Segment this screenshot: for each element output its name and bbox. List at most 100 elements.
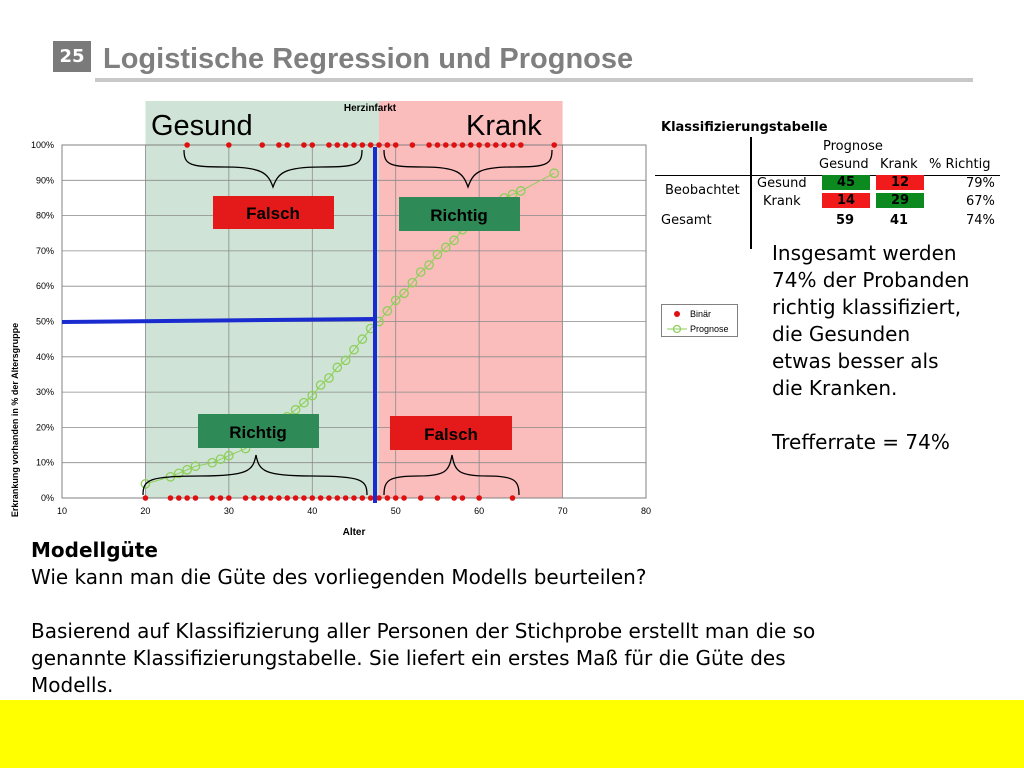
- total-gesund: 59: [836, 213, 855, 228]
- binary-point: [376, 495, 382, 501]
- brace-bottom-richtig: [142, 454, 368, 496]
- legend-binary-label: Binär: [690, 309, 711, 319]
- binary-point: [267, 495, 274, 501]
- prognose-point: [549, 168, 560, 179]
- summary-line: die Kranken.: [772, 376, 898, 400]
- binary-point: [226, 495, 232, 501]
- binary-point: [434, 495, 441, 501]
- slide-title: Logistische Regression und Prognose: [103, 43, 634, 75]
- summary-line: richtig klassifiziert,: [772, 295, 962, 319]
- y-tick-label: 60%: [36, 281, 54, 291]
- classification-table: Klassifizierungstabelle Prognose Gesund …: [650, 120, 1020, 250]
- footer-band: [0, 700, 1024, 768]
- row-label-krank: Krank: [763, 194, 801, 209]
- prognose-point: [432, 249, 443, 260]
- binary-point: [167, 495, 174, 501]
- x-tick-label: 40: [307, 506, 317, 516]
- prognose-point: [207, 457, 218, 468]
- threshold-horizontal-line: [61, 317, 376, 324]
- label-falsch-top: Falsch: [246, 204, 300, 223]
- binary-point: [451, 142, 457, 148]
- y-tick-label: 100%: [31, 140, 54, 150]
- summary-line: 74% der Probanden: [772, 268, 970, 292]
- binary-point: [259, 142, 266, 148]
- summary-text: Insgesamt werden 74% der Probanden richt…: [772, 240, 1012, 456]
- prognose-point: [307, 390, 318, 401]
- prognose-point: [340, 355, 351, 366]
- slide-number: 25: [53, 41, 91, 72]
- binary-point: [351, 142, 357, 148]
- body-line: Basierend auf Klassifizierung aller Pers…: [31, 619, 816, 643]
- binary-point: [459, 142, 466, 148]
- binary-point: [326, 142, 332, 148]
- prognose-point: [449, 235, 459, 246]
- body-line: genannte Klassifizierungstabelle. Sie li…: [31, 646, 786, 670]
- binary-point: [359, 142, 366, 148]
- prognose-point: [424, 260, 434, 270]
- prognose-point: [440, 242, 451, 253]
- binary-point: [284, 142, 291, 148]
- row-label-gesund: Gesund: [757, 176, 807, 191]
- prognose-point: [349, 344, 359, 355]
- binary-point: [209, 495, 215, 501]
- binary-point: [459, 495, 466, 501]
- title-underline: [95, 78, 973, 82]
- y-axis-label: Erkrankung vorhanden in % der Altersgrup…: [10, 323, 20, 517]
- binary-point: [142, 495, 149, 501]
- x-tick-label: 10: [57, 506, 67, 516]
- binary-point: [426, 142, 432, 148]
- prognose-point: [140, 479, 151, 489]
- prognose-point: [215, 454, 226, 465]
- cell-krank-richtig: 67%: [966, 194, 995, 209]
- legend-prognose-marker: [672, 324, 682, 334]
- prognose-point: [399, 288, 409, 299]
- prognose-point: [516, 186, 526, 196]
- prognose-point: [173, 468, 184, 479]
- binary-point: [334, 495, 341, 501]
- legend-prognose-label: Prognose: [690, 324, 729, 334]
- binary-point: [184, 142, 190, 148]
- prognose-point: [382, 306, 393, 316]
- row-group-beobachtet: Beobachtet: [665, 183, 740, 198]
- binary-series: [142, 142, 558, 501]
- prognose-point: [299, 397, 309, 408]
- binary-point: [276, 142, 282, 148]
- binary-point: [301, 495, 307, 501]
- chart-legend: Binär Prognose: [661, 304, 738, 337]
- binary-point: [501, 142, 507, 148]
- x-tick-label: 50: [391, 506, 401, 516]
- label-box-richtig-bottom: [198, 414, 319, 448]
- label-richtig-top: Richtig: [430, 206, 488, 225]
- binary-point: [434, 142, 441, 148]
- prognose-header: Prognose: [823, 139, 883, 154]
- binary-point: [284, 495, 291, 501]
- prognose-point: [324, 373, 334, 383]
- x-tick-label: 70: [558, 506, 568, 516]
- col-header-gesund: Gesund: [819, 157, 869, 172]
- prognose-point: [182, 464, 192, 475]
- binary-point: [476, 495, 482, 501]
- binary-point: [468, 142, 474, 148]
- prognose-point: [315, 380, 326, 390]
- binary-point: [476, 142, 482, 148]
- brace-bottom-falsch: [383, 454, 520, 496]
- binary-point: [259, 495, 266, 501]
- binary-point: [351, 495, 357, 501]
- prognose-point: [407, 277, 418, 288]
- binary-point: [217, 495, 224, 501]
- x-tick-label: 60: [474, 506, 484, 516]
- binary-point: [451, 495, 457, 501]
- binary-point: [301, 142, 307, 148]
- binary-point: [359, 495, 366, 501]
- binary-point: [184, 495, 190, 501]
- binary-point: [192, 495, 199, 501]
- legend-binary-marker: [674, 311, 680, 317]
- binary-point: [376, 142, 382, 148]
- body-heading: Modellgüte: [31, 538, 158, 562]
- binary-point: [242, 495, 249, 501]
- prognose-point: [332, 362, 343, 373]
- cell-gesund-gesund: 45: [822, 175, 870, 190]
- y-tick-label: 40%: [36, 352, 54, 362]
- binary-point: [384, 495, 391, 501]
